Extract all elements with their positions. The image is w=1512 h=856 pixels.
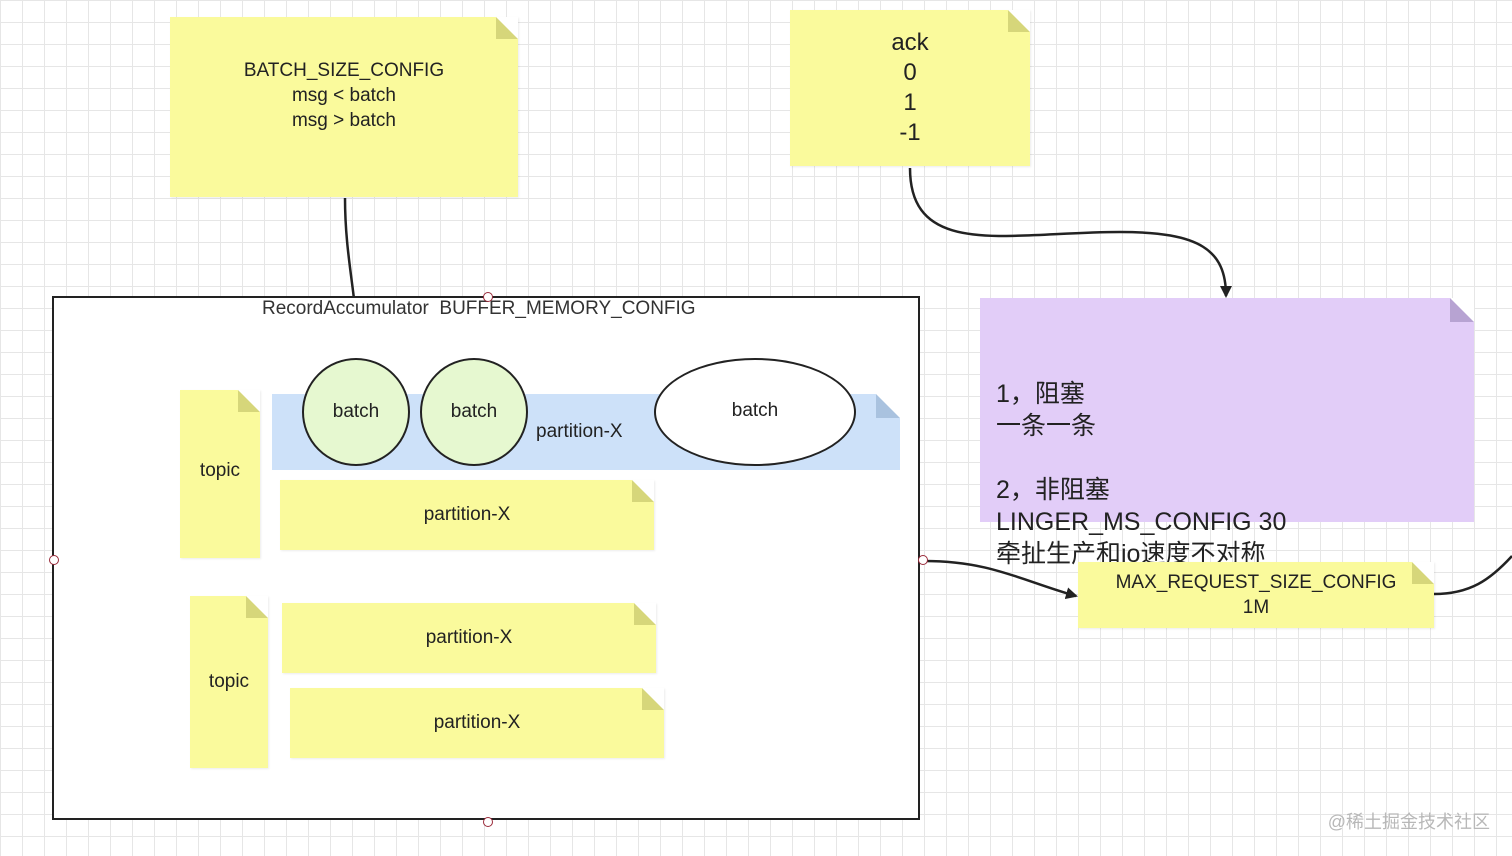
- container-handle-left[interactable]: [49, 555, 59, 565]
- note-fold: [632, 480, 654, 502]
- partition-note-3: partition-X: [290, 688, 664, 758]
- partition-lane-label: partition-X: [536, 421, 623, 442]
- container-handle-bottom[interactable]: [483, 817, 493, 827]
- container-handle-top[interactable]: [483, 292, 493, 302]
- batch-label: batch: [731, 400, 779, 421]
- batch-ellipse-3: batch: [654, 358, 856, 466]
- watermark: @稀土掘金技术社区: [1327, 812, 1490, 832]
- batch-ellipse-2: batch: [420, 358, 528, 466]
- lane-fold: [876, 394, 900, 418]
- partition-label: partition-X: [433, 712, 521, 733]
- blocking-note: 1，阻塞 一条一条 2，非阻塞 LINGER_MS_CONFIG 30 牵扯生产…: [980, 298, 1474, 568]
- batch-label: batch: [450, 401, 498, 422]
- batch-size-config-note: BATCH_SIZE_CONFIG msg < batch msg > batc…: [170, 17, 518, 197]
- container-handle-right[interactable]: [918, 555, 928, 565]
- note-fold: [238, 390, 260, 412]
- note-fold: [1450, 298, 1474, 322]
- partition-note-2: partition-X: [282, 603, 656, 673]
- max-request-size-note: MAX_REQUEST_SIZE_CONFIG 1M: [1078, 562, 1434, 628]
- arrow-container-to-max-request: [923, 559, 1078, 600]
- note-fold: [634, 603, 656, 625]
- record-accumulator-title: RecordAccumulator BUFFER_MEMORY_CONFIG: [262, 298, 696, 319]
- topic-label: topic: [199, 460, 241, 481]
- batch-size-config-text: BATCH_SIZE_CONFIG msg < batch msg > batc…: [243, 59, 445, 131]
- note-fold: [1008, 10, 1030, 32]
- note-fold: [1412, 562, 1434, 584]
- blocking-note-text: 1，阻塞 一条一条 2，非阻塞 LINGER_MS_CONFIG 30 牵扯生产…: [996, 380, 1287, 568]
- partition-note-1: partition-X: [280, 480, 654, 550]
- batch-ellipse-1: batch: [302, 358, 410, 466]
- topic-label: topic: [208, 671, 250, 692]
- batch-label: batch: [332, 401, 380, 422]
- partition-label: partition-X: [425, 627, 513, 648]
- ack-note: ack 0 1 -1: [790, 10, 1030, 166]
- topic-note-1: topic: [180, 390, 260, 558]
- note-fold: [246, 596, 268, 618]
- partition-label: partition-X: [423, 504, 511, 525]
- topic-note-2: topic: [190, 596, 268, 768]
- line-max-request-out: [1433, 555, 1512, 596]
- ack-text: ack 0 1 -1: [891, 29, 929, 146]
- arrow-ack-to-purple: [908, 167, 1232, 298]
- note-fold: [496, 17, 518, 39]
- max-request-size-text: MAX_REQUEST_SIZE_CONFIG 1M: [1115, 572, 1397, 618]
- note-fold: [642, 688, 664, 710]
